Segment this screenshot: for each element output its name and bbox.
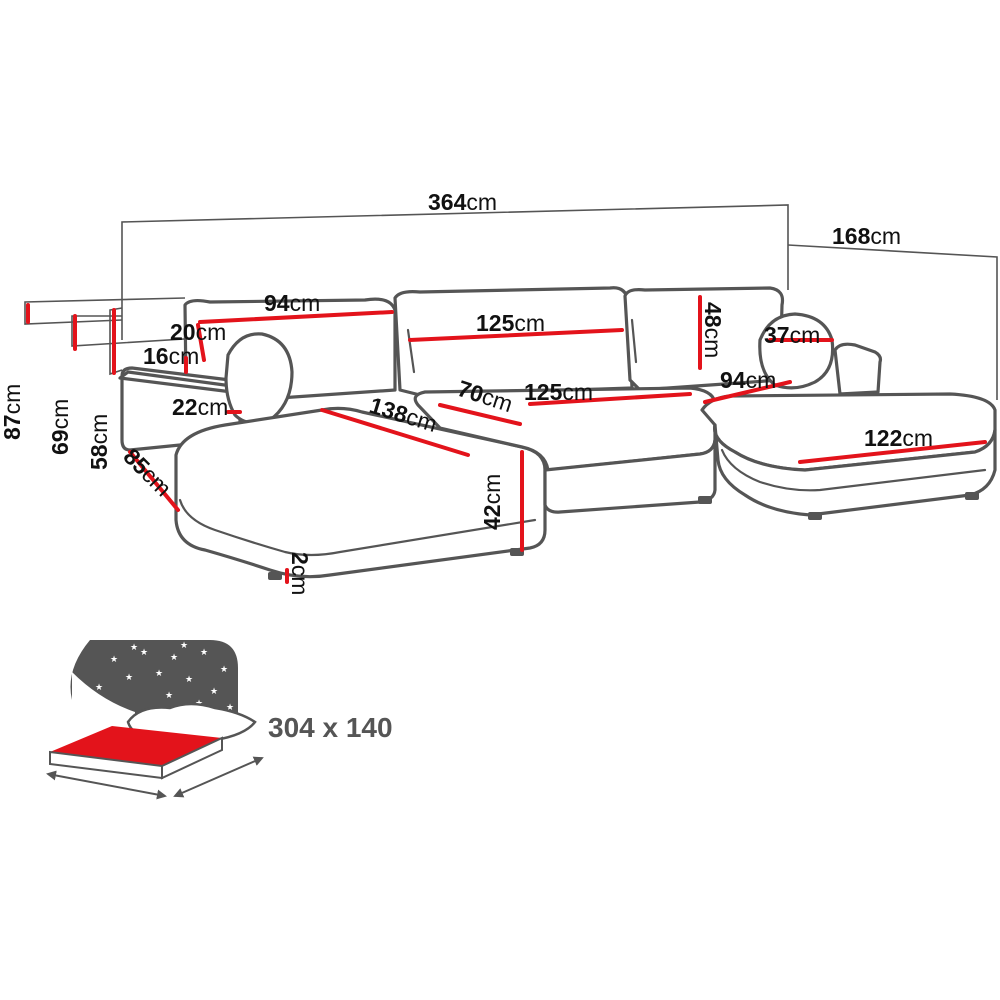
- svg-text:★: ★: [165, 691, 173, 701]
- label-left-cushion-depth: 20cm: [170, 319, 226, 345]
- label-back-height: 58cm: [86, 414, 112, 470]
- label-seat-height: 42cm: [479, 474, 505, 530]
- label-round-pillow-diameter: 37cm: [764, 322, 820, 348]
- label-chaise-depth-right: 168cm: [832, 223, 901, 249]
- svg-text:★: ★: [130, 643, 138, 653]
- svg-text:★: ★: [210, 687, 218, 697]
- svg-text:★: ★: [140, 648, 148, 658]
- label-total-height: 87cm: [0, 384, 25, 440]
- label-armrest-width: 16cm: [143, 343, 199, 369]
- label-left-cushion-width: 94cm: [264, 290, 320, 316]
- dim-line-left-cushion-width: [198, 310, 394, 324]
- label-center-cushion-width: 125cm: [476, 310, 545, 336]
- label-armrest-height: 69cm: [47, 399, 73, 455]
- svg-text:★: ★: [200, 648, 208, 658]
- svg-text:★: ★: [185, 675, 193, 685]
- label-total-width: 364cm: [428, 189, 497, 215]
- dim-line-center-seat-depth: [438, 403, 522, 426]
- dim-line-right-seat-width: [703, 380, 792, 404]
- dim-line-left-cushion-depth: [196, 323, 206, 362]
- svg-text:★: ★: [220, 665, 228, 675]
- svg-text:★: ★: [155, 669, 163, 679]
- svg-text:★: ★: [110, 655, 118, 665]
- sleeping-area-size: 304 x 140: [268, 712, 393, 743]
- extent-guides: [24, 204, 998, 400]
- dim-line-center-cushion-width: [408, 328, 624, 342]
- mattress-top: [50, 726, 222, 766]
- dim-line-center-seat-width: [528, 392, 692, 406]
- svg-text:★: ★: [170, 653, 178, 663]
- label-leg-height: 2cm: [287, 552, 313, 595]
- label-chaise-width: 85cm: [118, 443, 176, 501]
- label-left-pillow-depth: 22cm: [172, 394, 228, 420]
- label-right-chaise-length: 122cm: [864, 425, 933, 451]
- dim-line-chaise-width: [128, 450, 180, 512]
- night-sky-icon: [70, 640, 238, 722]
- svg-text:★: ★: [180, 641, 188, 651]
- dim-line-left-chaise-length: [320, 408, 470, 457]
- dim-line-right-chaise-length: [798, 440, 987, 464]
- dimension-lines: [26, 295, 987, 584]
- svg-text:★: ★: [125, 673, 133, 683]
- sleeping-area-icon: ★★★ ★★★ ★★★ ★★★ ★★★ 304 x 140: [46, 640, 393, 800]
- svg-text:★: ★: [226, 703, 234, 713]
- label-cushion-height: 48cm: [700, 302, 726, 358]
- svg-text:★: ★: [95, 683, 103, 693]
- label-right-seat-width: 94cm: [720, 367, 776, 393]
- label-center-seat-width: 125cm: [524, 379, 593, 405]
